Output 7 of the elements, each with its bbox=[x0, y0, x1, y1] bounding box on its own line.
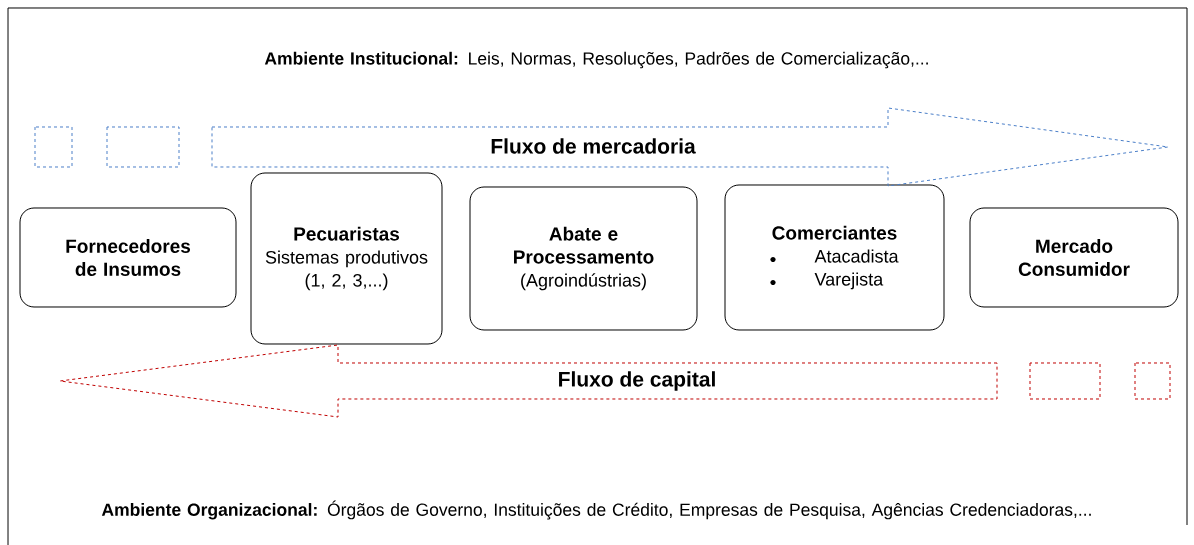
process-box: Pecuaristas Sistemas produtivos (1, 2, 3,...) bbox=[250, 172, 443, 345]
process-box: Mercado Consumidor bbox=[969, 207, 1179, 308]
process-box: Comerciantes Atacadista Varejista bbox=[724, 184, 945, 331]
note-text: Ambiente Institucional: Leis, Normas, Resoluções, Padrões de Comercialização,... bbox=[264, 51, 928, 69]
process-box: Abate e Processamento (Agroindústrias) bbox=[469, 186, 698, 331]
process-box: Fornecedores de Insumos bbox=[19, 207, 237, 308]
note-text: Ambiente Organizacional: Órgãos de Governo, Instituições de Crédito, Empresas de Pesquisa, Agências Credenciadoras,... bbox=[101, 500, 1091, 520]
